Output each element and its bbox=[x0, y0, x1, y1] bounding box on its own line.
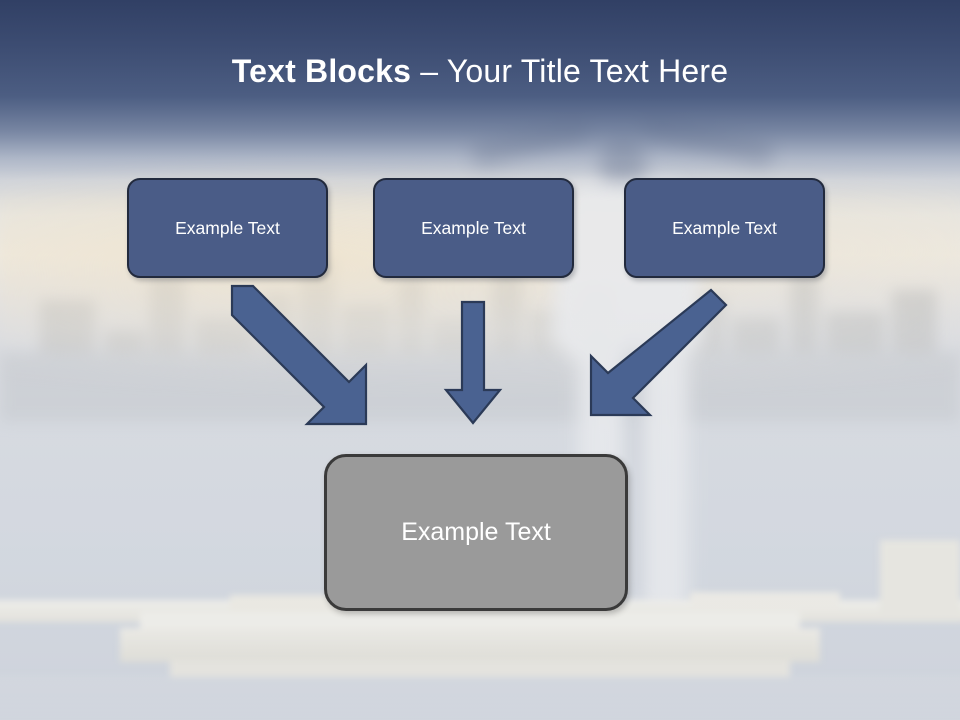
text-block-1-label: Example Text bbox=[175, 217, 280, 238]
text-block-3[interactable]: Example Text bbox=[624, 178, 825, 278]
title-separator: – bbox=[411, 53, 447, 89]
text-block-2[interactable]: Example Text bbox=[373, 178, 574, 278]
title-bold-part: Text Blocks bbox=[231, 53, 412, 89]
text-block-3-label: Example Text bbox=[672, 217, 777, 238]
arrow-right-diagonal-icon bbox=[589, 288, 728, 417]
slide-title: Text Blocks – Your Title Text Here bbox=[0, 50, 960, 92]
text-block-result-label: Example Text bbox=[401, 518, 551, 546]
text-block-1[interactable]: Example Text bbox=[127, 178, 328, 278]
text-block-result[interactable]: Example Text bbox=[324, 454, 628, 611]
arrow-left-diagonal-icon bbox=[230, 284, 368, 426]
text-block-2-label: Example Text bbox=[421, 217, 526, 238]
title-regular-part: Your Title Text Here bbox=[446, 53, 729, 89]
arrow-middle-down-icon bbox=[443, 300, 503, 425]
